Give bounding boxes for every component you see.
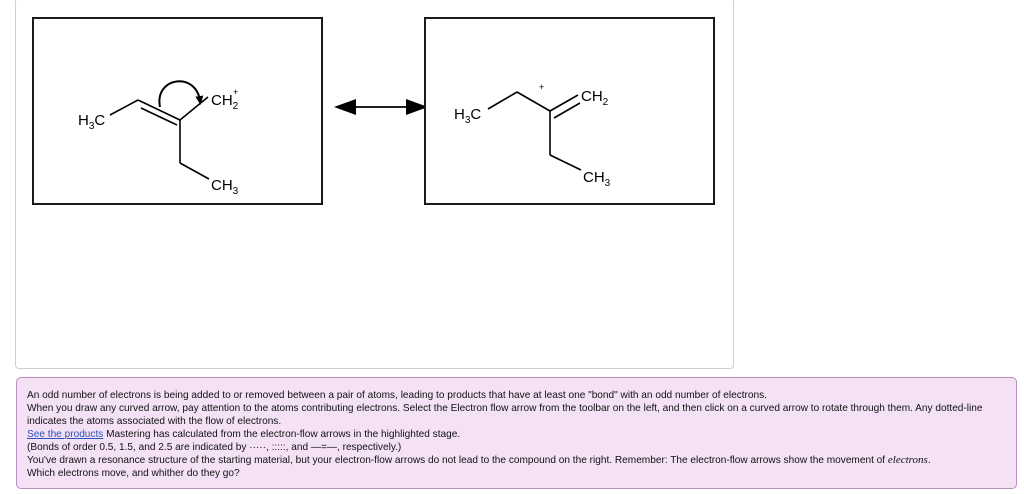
reactant-h3c-label: H3C xyxy=(78,112,105,132)
reactant-bond-ch3 xyxy=(179,162,210,180)
product-bond-ch3 xyxy=(549,154,582,171)
reactant-bond-ch2 xyxy=(179,96,209,121)
product-h3c-label: H3C xyxy=(454,106,481,126)
drawing-canvas[interactable]: H3C CH2 + CH3 H3C + xyxy=(15,0,734,369)
reactant-ch3-label: CH3 xyxy=(211,177,239,197)
resonance-arrow xyxy=(334,99,428,115)
reactant-double-bond-inner xyxy=(140,107,178,126)
product-double-bond-outer xyxy=(549,94,579,112)
reactant-ch2-label: CH2 xyxy=(211,92,239,112)
reactant-bond-1 xyxy=(109,99,139,116)
product-bond-2 xyxy=(516,91,551,112)
feedback-line-2: When you draw any curved arrow, pay atte… xyxy=(27,403,983,427)
feedback-electrons-word: electrons xyxy=(887,454,928,466)
feedback-line-4: (Bonds of order 0.5, 1.5, and 2.5 are in… xyxy=(27,442,402,453)
product-double-bond-inner xyxy=(553,102,581,119)
feedback-line-5: You've drawn a resonance structure of th… xyxy=(27,454,1006,467)
reactant-structure-box[interactable]: H3C CH2 + CH3 xyxy=(32,17,323,205)
see-products-link[interactable]: See the products xyxy=(27,429,104,440)
feedback-line-3-rest: Mastering has calculated from the electr… xyxy=(103,429,461,440)
product-charge-label: + xyxy=(539,82,544,92)
product-ch2-label: CH2 xyxy=(581,88,609,108)
reactant-double-bond-outer xyxy=(137,99,181,121)
electron-flow-arrow[interactable] xyxy=(158,80,204,108)
product-structure-box[interactable]: H3C + CH2 CH3 xyxy=(424,17,715,205)
feedback-line-5-main: You've drawn a resonance structure of th… xyxy=(27,455,888,466)
product-ch3-label: CH3 xyxy=(583,169,611,189)
reactant-charge-label: + xyxy=(233,87,238,97)
reactant-structure: H3C CH2 + CH3 xyxy=(78,80,239,197)
product-structure: H3C + CH2 CH3 xyxy=(454,82,611,189)
feedback-line-6: Which electrons move, and whither do the… xyxy=(27,468,240,479)
feedback-line-5-end: . xyxy=(927,455,931,466)
product-bond-1 xyxy=(487,91,518,110)
feedback-line-3: See the products Mastering has calculate… xyxy=(27,428,1006,441)
feedback-line-1: An odd number of electrons is being adde… xyxy=(27,390,767,401)
feedback-panel: An odd number of electrons is being adde… xyxy=(16,377,1017,489)
